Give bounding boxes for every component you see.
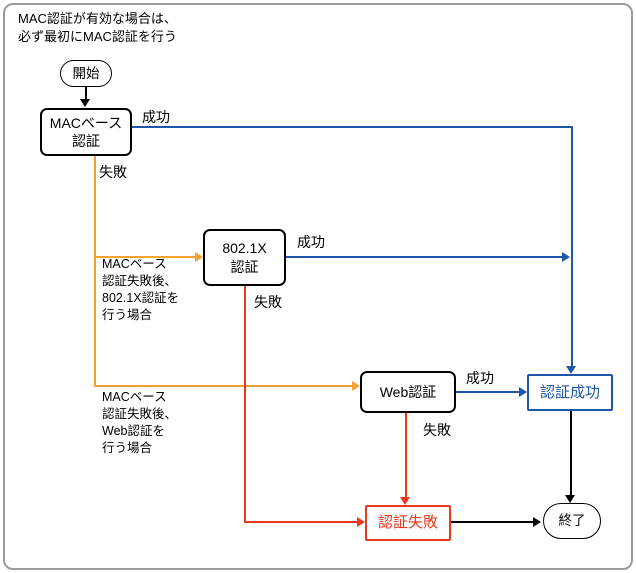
web-success-edge-h xyxy=(456,391,519,393)
mac-auth-node: MACベース 認証 xyxy=(40,108,132,156)
mac-failure-label: 失敗 xyxy=(99,164,127,180)
top-note: MAC認証が有効な場合は、 必ず最初にMAC認証を行う xyxy=(18,11,177,44)
start-node: 開始 xyxy=(60,60,112,87)
mac-success-label: 成功 xyxy=(142,109,170,125)
failure-to-end-edge xyxy=(451,521,533,523)
branch-dot1x-edge-h xyxy=(94,256,195,258)
dot1x-auth-node: 802.1X 認証 xyxy=(203,229,286,286)
web-failure-edge-v xyxy=(405,413,407,497)
dot1x-success-label: 成功 xyxy=(297,234,325,250)
success-to-end-arrowhead xyxy=(565,495,575,503)
branch-web-note: MACベース 認証失敗後、 Web認証を 行う場合 xyxy=(102,390,178,455)
dot1x-failure-label: 失敗 xyxy=(254,294,282,310)
end-node: 終了 xyxy=(543,503,601,539)
web-failure-label: 失敗 xyxy=(423,422,451,438)
dot1x-success-arrowhead xyxy=(562,252,570,262)
diagram-border xyxy=(3,3,633,570)
mac-success-arrowhead xyxy=(566,366,576,374)
dot1x-failure-arrowhead xyxy=(357,517,365,527)
start-edge xyxy=(85,87,87,100)
start-arrowhead xyxy=(80,99,90,107)
web-success-arrowhead xyxy=(519,387,527,397)
auth-success-node: 認証成功 xyxy=(527,374,613,411)
mac-failure-edge-v xyxy=(94,156,96,387)
web-failure-arrowhead xyxy=(400,497,410,505)
dot1x-failure-edge-h xyxy=(244,521,357,523)
branch-web-edge-h xyxy=(94,385,352,387)
auth-failure-node: 認証失敗 xyxy=(365,505,451,541)
web-success-label: 成功 xyxy=(466,370,494,386)
dot1x-failure-edge-v xyxy=(244,286,246,523)
failure-to-end-arrowhead xyxy=(533,517,541,527)
mac-success-edge-h xyxy=(131,126,573,128)
web-auth-node: Web認証 xyxy=(360,371,456,413)
success-to-end-edge xyxy=(570,411,572,495)
branch-dot1x-note: MACベース 認証失敗後、 802.1X認証を 行う場合 xyxy=(102,257,180,322)
branch-dot1x-arrowhead xyxy=(195,252,203,262)
branch-web-arrowhead xyxy=(352,381,360,391)
mac-success-edge-v xyxy=(571,126,573,366)
dot1x-success-edge-h xyxy=(286,256,562,258)
